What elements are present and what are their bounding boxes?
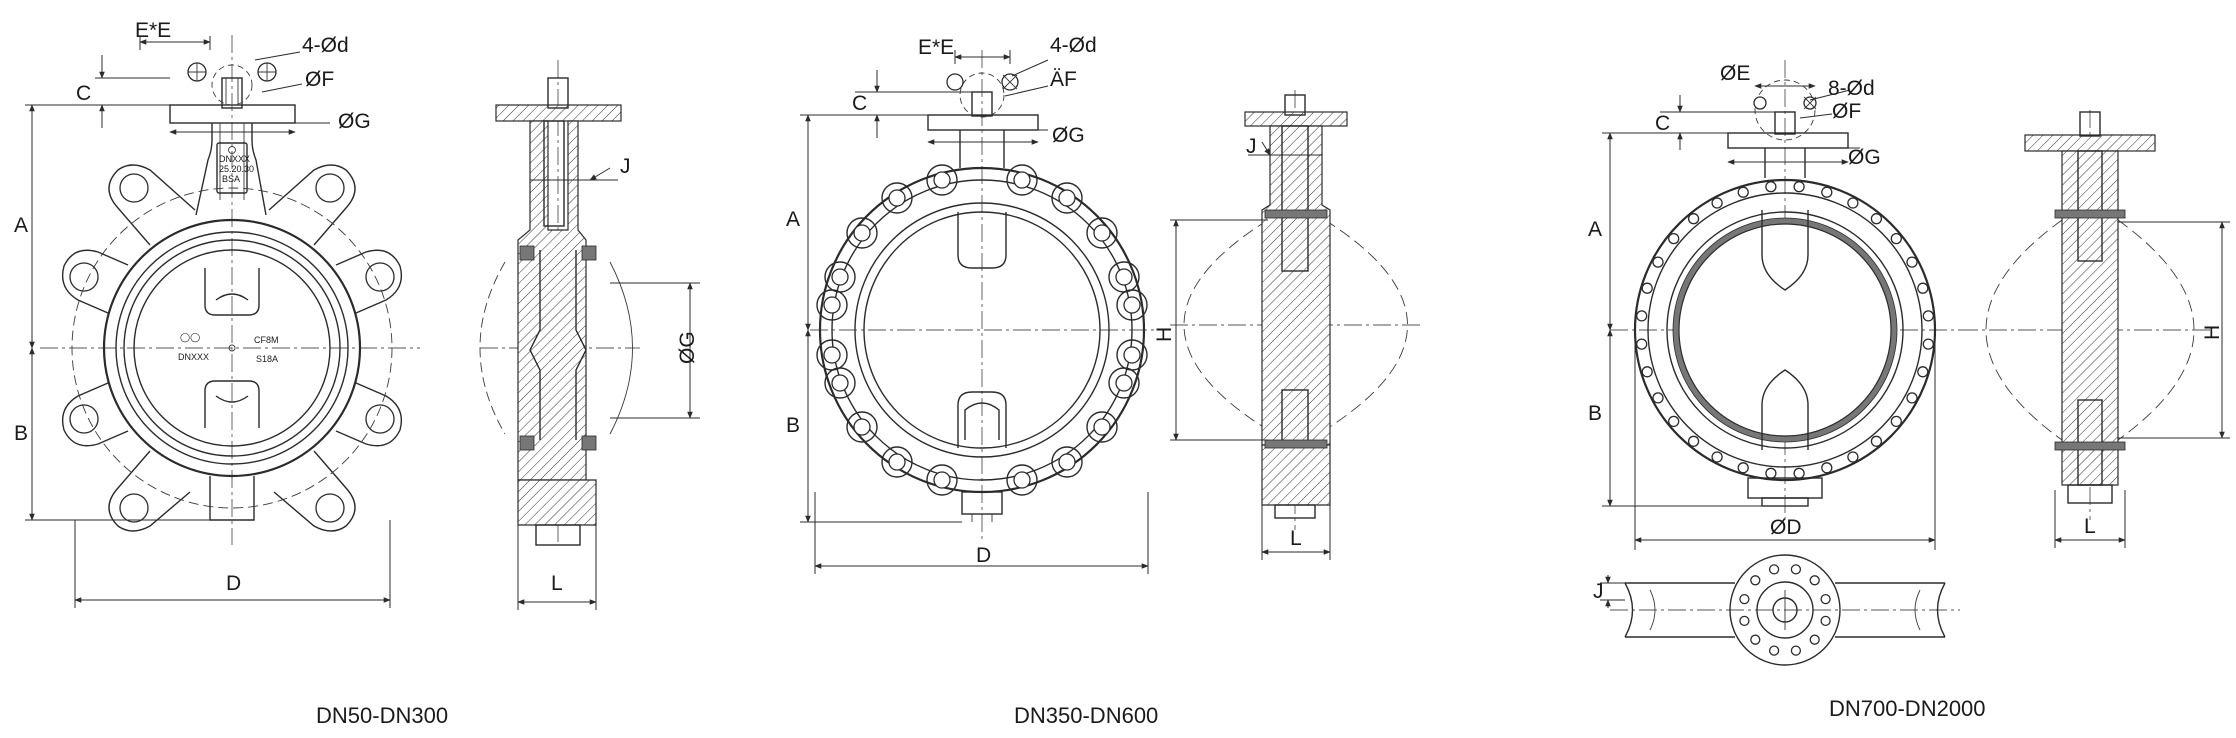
view2-side-dim-l: L [1290, 527, 1302, 550]
view2-side-dim-h: H [1153, 327, 1176, 342]
view1-side-dim-g: ØG [676, 331, 699, 364]
bolt-hole [1820, 615, 1831, 627]
bolt-hole [1636, 338, 1648, 350]
bolt-hole [1641, 366, 1653, 378]
view1-dim-bolt-holes: 4-Ød [302, 34, 349, 57]
view2-dim-g: ØG [1052, 124, 1085, 147]
bolt-hole [1906, 256, 1918, 268]
view2-front-elevation: E*E 4-Ød ÄF ØG C A B D [786, 34, 1170, 574]
bolt-hole [1821, 462, 1833, 474]
bolt-hole [1870, 213, 1883, 225]
bolt-hole [1750, 575, 1761, 586]
view1-front-elevation: ◯◯ DNXXX CF8M S18A DNXXX 25.20.30 BSA E*… [14, 19, 420, 608]
bolt-hole [1711, 451, 1723, 463]
bolt-hole [1739, 615, 1750, 627]
bolt-hole [1668, 232, 1680, 245]
bolt-hole [1652, 392, 1664, 404]
view3-bottom-view: J [1593, 554, 1960, 666]
view3-caption: DN700-DN2000 [1829, 696, 1986, 721]
view2-dim-bolt-holes: 4-Ød [1050, 34, 1097, 57]
view3-dim-g: ØG [1848, 146, 1881, 169]
bolt-hole [1765, 467, 1777, 479]
view3-dim-b: B [1588, 402, 1602, 425]
bolt-hole [1793, 467, 1805, 479]
bolt-hole [1917, 366, 1929, 378]
view2-dim-c: C [852, 92, 867, 115]
bolt-hole [1890, 415, 1902, 428]
bolt-hole [1652, 256, 1664, 268]
bolt-hole [1768, 564, 1780, 575]
bolt-hole [1870, 435, 1883, 447]
bolt-hole [1641, 282, 1653, 294]
view2-caption: DN350-DN600 [1014, 703, 1158, 728]
disc-mark-seat: S18A [256, 354, 278, 364]
view1-dim-c: C [76, 82, 91, 105]
nameplate-line1: DNXXX [219, 154, 250, 164]
bolt-hole [1922, 310, 1934, 322]
view2-lug-holes [816, 164, 1148, 496]
view1-dim-a: A [14, 214, 28, 237]
view1-dim-g: ØG [338, 110, 371, 133]
view3-dim-e: ØE [1720, 62, 1750, 85]
view3-dim-bolt-holes: 8-Ød [1828, 77, 1875, 100]
view1-dim-b: B [14, 422, 28, 445]
bolt-hole [1922, 338, 1934, 350]
bolt-hole [1906, 392, 1918, 404]
disc-mark-material: CF8M [254, 335, 279, 345]
view2-dim-d: D [976, 544, 991, 567]
bolt-hole [1711, 197, 1723, 209]
view2-dim-a: A [786, 208, 800, 231]
disc-mark-dn: DNXXX [178, 352, 209, 362]
bolt-hole [1809, 575, 1820, 586]
view2-side-dim-j: J [1246, 135, 1257, 158]
nameplate-line3: BSA [222, 174, 240, 184]
view3-side-section: H L [1960, 110, 2230, 548]
bolt-hole [1737, 462, 1749, 474]
view3-flange-bolt-holes [1636, 181, 1934, 479]
view1-caption: DN50-DN300 [316, 703, 448, 728]
bolt-hole [1737, 186, 1749, 198]
view1-side-dim-j: J [620, 155, 631, 178]
view3-dim-a: A [1588, 218, 1602, 241]
bolt-hole [1636, 310, 1648, 322]
bolt-hole [1809, 634, 1820, 645]
view3-side-dim-l: L [2084, 515, 2096, 538]
bolt-hole [1820, 593, 1831, 605]
bolt-hole [1790, 564, 1802, 575]
bolt-hole [1917, 282, 1929, 294]
disc-logo: ◯◯ [180, 332, 200, 343]
view2-dim-exe: E*E [918, 36, 954, 59]
view1-dim-d: D [226, 572, 241, 595]
bolt-hole [1793, 181, 1805, 193]
bolt-hole [1790, 645, 1802, 656]
view3-dim-f: ØF [1832, 100, 1861, 123]
view3-side-dim-h: H [2201, 325, 2224, 340]
bolt-hole [1847, 451, 1859, 463]
nameplate-line2: 25.20.30 [219, 164, 254, 174]
view3-dim-d: ØD [1770, 516, 1802, 539]
bolt-hole [1750, 634, 1761, 645]
view3-dim-c: C [1655, 112, 1670, 135]
view1-dim-f: ØF [305, 68, 334, 91]
bolt-hole [1765, 181, 1777, 193]
view3-front-elevation: ØE 8-Ød ØF ØG C A B ØD [1588, 60, 1960, 550]
view1-dim-exe: E*E [135, 19, 171, 42]
bolt-hole [1687, 435, 1700, 447]
bolt-hole [1668, 415, 1680, 428]
view1-side-section: J ØG L [479, 60, 700, 610]
view3-bottom-dim-j: J [1593, 580, 1604, 603]
view2-dim-f: ÄF [1050, 68, 1077, 91]
bolt-hole [1739, 593, 1750, 605]
bolt-hole [1768, 645, 1780, 656]
view2-side-section: J H L [1153, 90, 1420, 560]
bolt-hole [1821, 186, 1833, 198]
bolt-hole [1687, 213, 1700, 225]
bolt-hole [1890, 232, 1902, 245]
view1-side-dim-l: L [551, 572, 563, 595]
view2-dim-b: B [786, 414, 800, 437]
bolt-hole [1847, 197, 1859, 209]
view3-bottom-bolt-holes [1739, 564, 1831, 656]
